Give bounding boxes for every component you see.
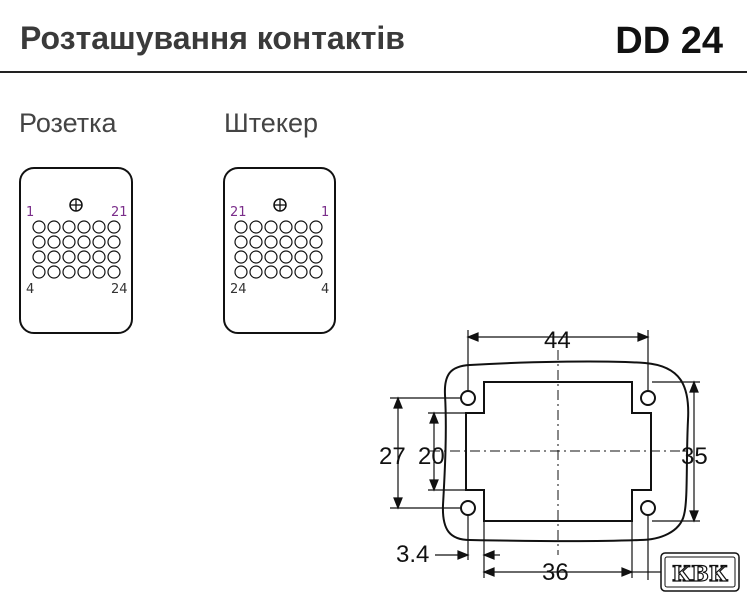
dim-44-label: 44 xyxy=(544,327,571,354)
socket-pin-grid xyxy=(32,220,121,279)
contact-pin xyxy=(264,265,278,279)
contact-pin xyxy=(264,220,278,234)
contact-pin xyxy=(249,265,263,279)
contact-pin xyxy=(264,250,278,264)
header-rule xyxy=(0,71,747,73)
contact-pin xyxy=(294,220,308,234)
contact-pin xyxy=(294,265,308,279)
kbk-logo: КВК xyxy=(660,552,740,592)
mounting-hole xyxy=(640,390,656,406)
contact-pin xyxy=(77,220,91,234)
page-title: Розташування контактів xyxy=(20,20,405,56)
contact-pin xyxy=(234,250,248,264)
contact-pin xyxy=(309,235,323,249)
contact-pin xyxy=(294,235,308,249)
dim-36-label: 36 xyxy=(542,559,569,586)
contact-pin xyxy=(62,250,76,264)
contact-pin xyxy=(32,265,46,279)
dim-20-label: 20 xyxy=(418,443,445,470)
dim-35-label: 35 xyxy=(681,443,708,470)
kbk-logo-text: КВК xyxy=(672,561,728,586)
socket-pin-1-label: 1 xyxy=(26,205,34,220)
plug-pin-21-label: 21 xyxy=(230,205,247,220)
contact-pin xyxy=(77,235,91,249)
plug-label: Штекер xyxy=(224,108,318,138)
plug-pin-1-label: 1 xyxy=(321,205,329,220)
contact-pin xyxy=(279,265,293,279)
contact-pin xyxy=(62,235,76,249)
socket-pin-24-label: 24 xyxy=(111,282,128,297)
contact-pin xyxy=(47,220,61,234)
contact-pin xyxy=(249,250,263,264)
contact-pin xyxy=(249,220,263,234)
contact-pin xyxy=(107,250,121,264)
contact-pin xyxy=(92,235,106,249)
plug-pin-4-label: 4 xyxy=(321,282,329,297)
plug-outline xyxy=(223,167,336,334)
contact-pin xyxy=(47,250,61,264)
contact-pin xyxy=(309,220,323,234)
contact-pin xyxy=(92,250,106,264)
mounting-hole xyxy=(460,500,476,516)
plug-pin-24-label: 24 xyxy=(230,282,247,297)
socket-outline xyxy=(19,167,133,334)
contact-pin xyxy=(309,250,323,264)
contact-pin xyxy=(107,235,121,249)
socket-label: Розетка xyxy=(19,108,117,138)
dim-27-label: 27 xyxy=(379,443,406,470)
contact-pin xyxy=(279,250,293,264)
mounting-hole xyxy=(460,390,476,406)
contact-pin xyxy=(264,235,278,249)
plug-view: 21 1 24 4 xyxy=(223,167,336,334)
dim-3-4-label: 3.4 xyxy=(396,541,429,568)
screw-icon xyxy=(273,198,287,212)
contact-pin xyxy=(107,220,121,234)
model-code: DD 24 xyxy=(615,20,723,62)
contact-pin xyxy=(249,235,263,249)
socket-pin-21-label: 21 xyxy=(111,205,128,220)
center-lines xyxy=(430,350,690,555)
contact-pin xyxy=(234,265,248,279)
contact-pin xyxy=(62,265,76,279)
contact-pin xyxy=(47,235,61,249)
contact-pin xyxy=(32,220,46,234)
contact-pin xyxy=(234,235,248,249)
contact-pin xyxy=(62,220,76,234)
contact-pin xyxy=(309,265,323,279)
contact-pin xyxy=(92,220,106,234)
contact-pin xyxy=(32,235,46,249)
contact-pin xyxy=(92,265,106,279)
contact-pin xyxy=(47,265,61,279)
flange-outline xyxy=(441,360,690,543)
mounting-hole xyxy=(640,500,656,516)
plug-pin-grid xyxy=(234,220,323,279)
contact-pin xyxy=(279,220,293,234)
contact-pin xyxy=(234,220,248,234)
contact-pin xyxy=(279,235,293,249)
contact-pin xyxy=(77,250,91,264)
contact-pin xyxy=(32,250,46,264)
screw-icon xyxy=(69,198,83,212)
socket-view: 1 21 4 24 xyxy=(19,167,133,334)
contact-pin xyxy=(294,250,308,264)
dimension-lines xyxy=(390,330,700,580)
socket-pin-4-label: 4 xyxy=(26,282,34,297)
contact-pin xyxy=(77,265,91,279)
contact-pin xyxy=(107,265,121,279)
